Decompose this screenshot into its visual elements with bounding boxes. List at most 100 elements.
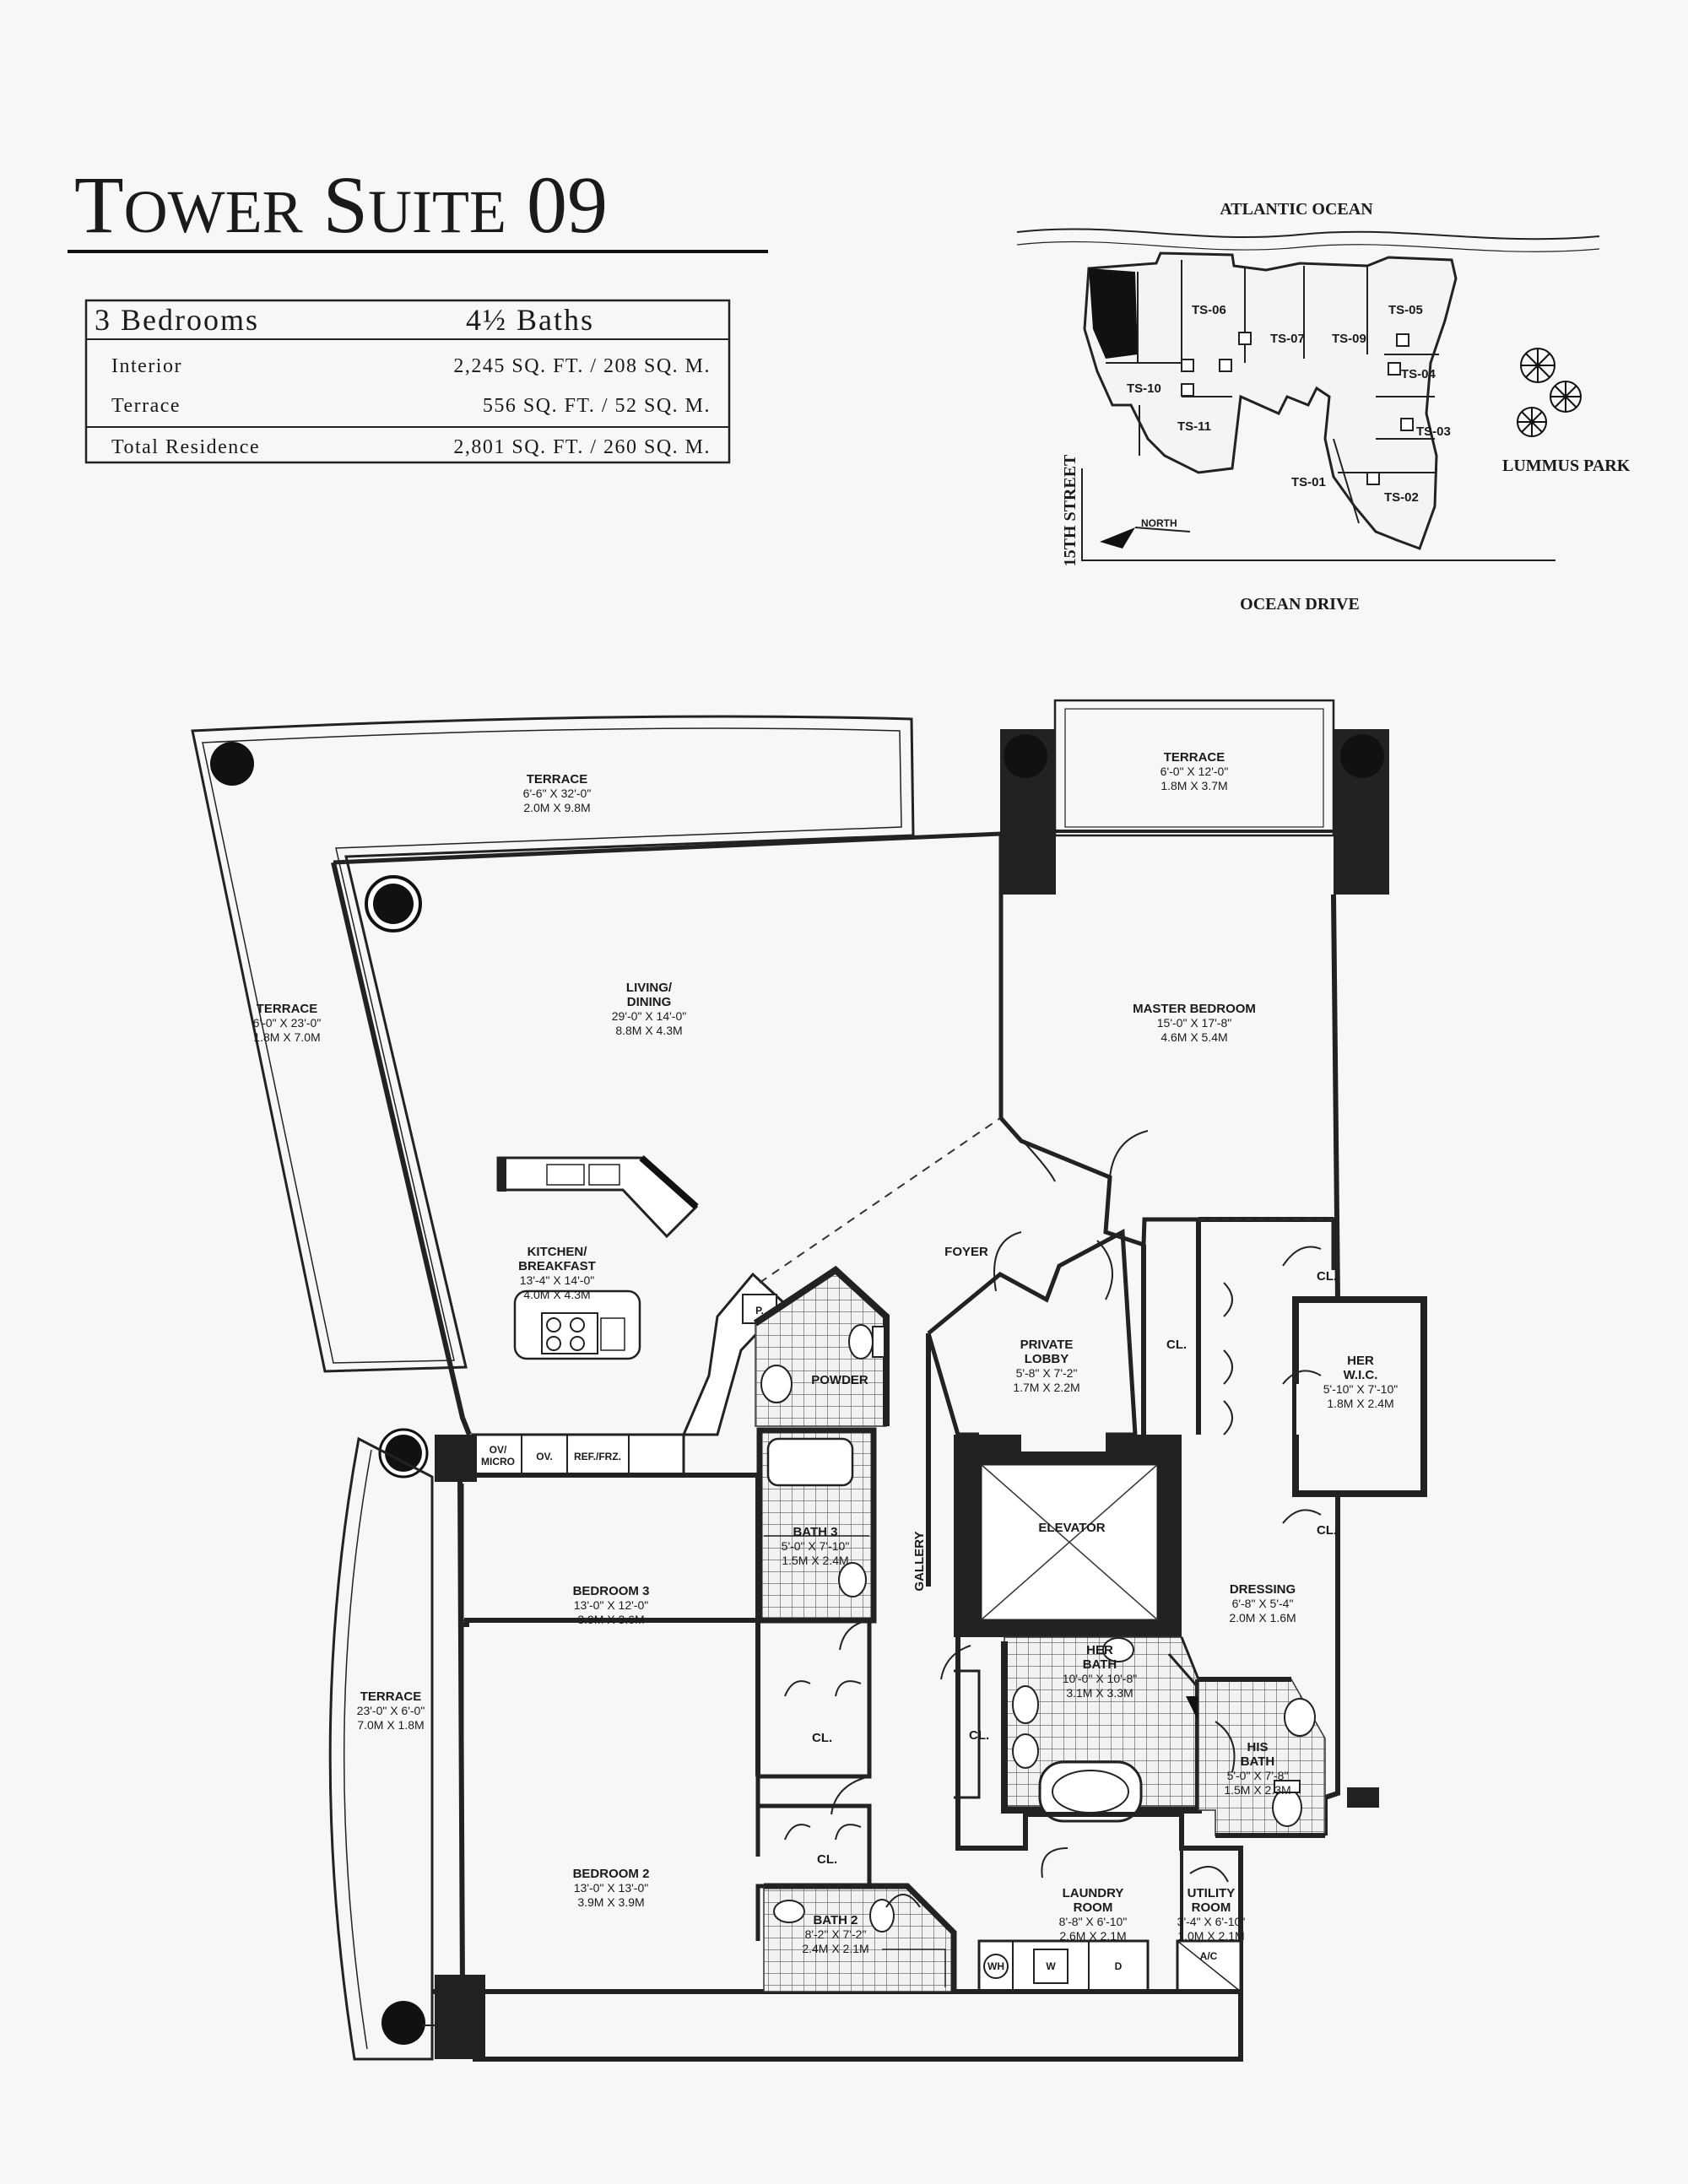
room-name: TERRACE xyxy=(257,1002,318,1016)
closet-label: CL. xyxy=(969,1728,989,1743)
room-bedroom-3: BEDROOM 313'-0" X 12'-0"3.9M X 3.6M xyxy=(573,1584,650,1626)
room-dimension: 3.1M X 3.3M xyxy=(1066,1686,1133,1700)
room-name: TERRACE xyxy=(360,1689,422,1704)
suite-ts-10: TS-10 xyxy=(1127,381,1161,396)
room-dimension: 29'-0" X 14'-0" xyxy=(612,1009,686,1023)
room-name: HER xyxy=(1086,1643,1113,1657)
room-dimension: 1.8M X 2.4M xyxy=(1327,1397,1393,1410)
specs-box: 3 Bedrooms 4½ Baths Interior 2,245 SQ. F… xyxy=(84,299,731,464)
column xyxy=(1340,734,1384,778)
room-name: FOYER xyxy=(944,1245,988,1259)
room-dimension: 2.4M X 2.1M xyxy=(802,1942,868,1955)
room-dimension: 10'-0" X 10'-8" xyxy=(1063,1672,1137,1685)
room-dimension: 2.0M X 1.6M xyxy=(1229,1611,1296,1624)
room-dimension: 5'-0" X 7'-10" xyxy=(782,1539,850,1553)
washer-label: W xyxy=(1046,1960,1056,1972)
room-foyer: FOYER xyxy=(944,1245,988,1259)
room-dimension: 1.0M X 2.1M xyxy=(1177,1929,1244,1943)
room-name: ROOM xyxy=(1074,1900,1113,1915)
room-dimension: 2.6M X 2.1M xyxy=(1059,1929,1126,1943)
ov-micro-label: OV/MICRO xyxy=(481,1444,515,1468)
room-dimension: 6'-0" X 23'-0" xyxy=(253,1016,322,1030)
room-bath-2: BATH 28'-2" X 7'-2"2.4M X 2.1M xyxy=(802,1913,868,1955)
room-dimension: 7.0M X 1.8M xyxy=(357,1718,424,1732)
room-name: BEDROOM 3 xyxy=(573,1584,650,1598)
room-name: UTILITY xyxy=(1188,1886,1236,1900)
room-name: DRESSING xyxy=(1230,1582,1296,1597)
room-dimension: 15'-0" X 17'-8" xyxy=(1157,1016,1231,1030)
closet-label: CL. xyxy=(1317,1523,1337,1538)
room-dimension: 1.5M X 2.4M xyxy=(782,1554,848,1567)
room-name: LOBBY xyxy=(1025,1352,1069,1366)
room-bedroom-2: BEDROOM 213'-0" X 13'-0"3.9M X 3.9M xyxy=(573,1867,650,1909)
room-dimension: 13'-4" X 14'-0" xyxy=(520,1273,594,1287)
suite-ts-09: TS-09 xyxy=(1332,332,1366,346)
room-name: BATH 2 xyxy=(813,1913,858,1927)
room-dimension: 8.8M X 4.3M xyxy=(615,1024,682,1037)
suite-ts-03: TS-03 xyxy=(1416,424,1451,439)
interior-value: 2,245 SQ. FT. / 208 SQ. M. xyxy=(453,355,711,377)
room-name: BATH xyxy=(1241,1754,1275,1769)
room-dimension: 1.8M X 7.0M xyxy=(253,1030,320,1044)
atlantic-ocean-label: ATLANTIC OCEAN xyxy=(1220,200,1373,219)
total-label: Total Residence xyxy=(111,436,260,458)
room-name: TERRACE xyxy=(1164,750,1225,765)
room-name: ROOM xyxy=(1192,1900,1231,1915)
column xyxy=(385,1435,422,1472)
room-dimension: 8'-8" X 6'-10" xyxy=(1059,1915,1128,1928)
room-powder: POWDER xyxy=(811,1373,868,1387)
suite-ts-05: TS-05 xyxy=(1388,303,1423,317)
room-dimension: 6'-0" X 12'-0" xyxy=(1160,765,1229,778)
room-dimension: 4.6M X 5.4M xyxy=(1160,1030,1227,1044)
room-name: DINING xyxy=(627,995,672,1009)
room-name: BREAKFAST xyxy=(518,1259,596,1273)
suite-ts-06: TS-06 xyxy=(1192,303,1226,317)
room-name: BEDROOM 2 xyxy=(573,1867,650,1881)
room-name: MASTER BEDROOM xyxy=(1133,1002,1256,1016)
closet-label: CL. xyxy=(1317,1269,1337,1284)
room-name: HIS xyxy=(1247,1740,1268,1754)
room-dimension: 5'-8" X 7'-2" xyxy=(1016,1366,1078,1380)
suite-ts-04: TS-04 xyxy=(1401,367,1436,381)
room-gallery: GALLERY xyxy=(912,1531,927,1591)
15th-street-label: 15TH STREET xyxy=(1061,454,1079,566)
interior-label: Interior xyxy=(111,355,182,377)
terrace-value: 556 SQ. FT. / 52 SQ. M. xyxy=(483,395,711,417)
room-dimension: 1.7M X 2.2M xyxy=(1013,1381,1079,1394)
north-arrow-icon: NORTH xyxy=(1100,517,1191,549)
room-dimension: 1.8M X 3.7M xyxy=(1160,779,1227,792)
room-dimension: 8'-2" X 7'-2" xyxy=(805,1927,867,1941)
room-name: KITCHEN/ xyxy=(528,1245,588,1259)
room-dimension: 1.5M X 2.3M xyxy=(1224,1783,1290,1797)
room-dimension: 3.9M X 3.6M xyxy=(577,1613,644,1626)
room-name: TERRACE xyxy=(527,772,588,787)
ov-label: OV. xyxy=(536,1451,553,1462)
closet-label: CL. xyxy=(812,1731,832,1745)
room-name: LAUNDRY xyxy=(1063,1886,1124,1900)
column xyxy=(381,2001,425,2045)
room-name: POWDER xyxy=(811,1373,868,1387)
closet-label: CL. xyxy=(1166,1338,1187,1352)
ocean-drive-label: OCEAN DRIVE xyxy=(1240,595,1360,614)
room-dimension: 3.9M X 3.9M xyxy=(577,1895,644,1909)
ref-frz-label: REF./FRZ. xyxy=(574,1451,621,1462)
terrace-label: Terrace xyxy=(111,395,181,417)
room-dimension: 2.0M X 9.8M xyxy=(523,801,590,814)
room-name: ELEVATOR xyxy=(1038,1521,1105,1535)
suite-ts-11: TS-11 xyxy=(1177,419,1211,434)
room-dimension: 5'-10" X 7'-10" xyxy=(1323,1382,1398,1396)
